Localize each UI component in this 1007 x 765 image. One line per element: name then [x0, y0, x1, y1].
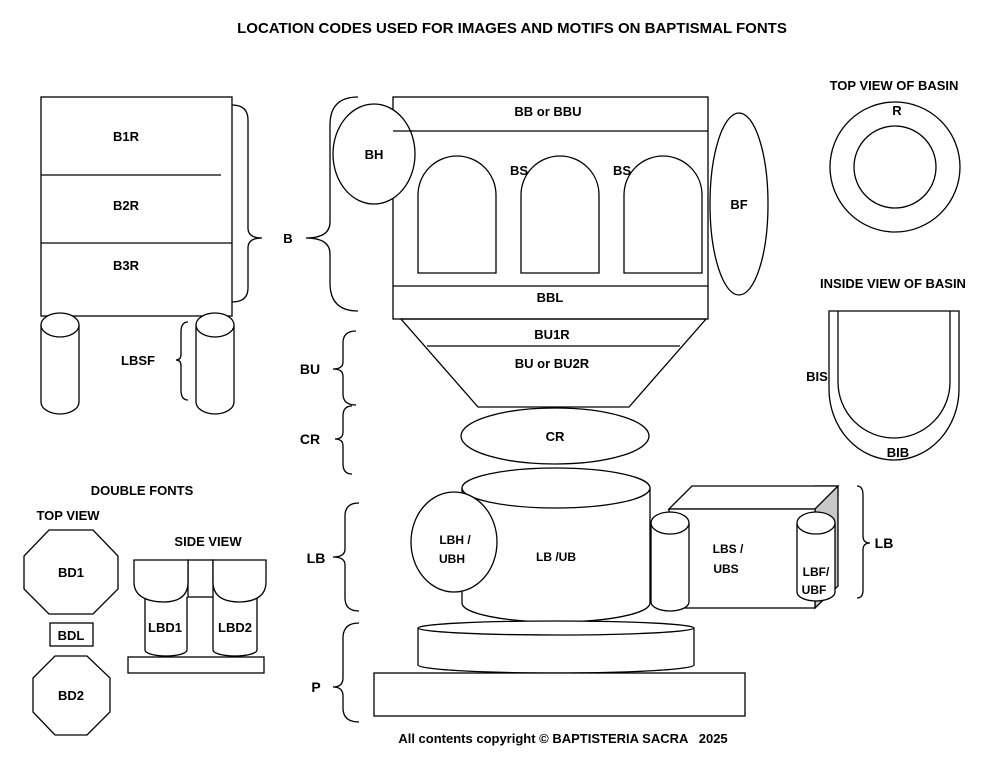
left-support-cylinder	[40, 312, 80, 415]
double-fonts-heading: DOUBLE FONTS	[91, 483, 194, 498]
font-bowl: BB or BBU BS BS BBL	[392, 96, 709, 320]
label-b2r: B2R	[113, 198, 140, 213]
lower-base-foot-cylinder: LBF/ UBF	[796, 511, 836, 602]
double-top-view-heading: TOP VIEW	[36, 508, 100, 523]
brace-lb-right	[856, 485, 871, 599]
collar-ring: CR	[460, 407, 650, 465]
double-font-bdl: BDL	[49, 622, 94, 647]
brace-cr	[334, 405, 353, 475]
copyright-footer: All contents copyright © BAPTISTERIA SAC…	[398, 731, 727, 746]
label-bb: BB or BBU	[514, 104, 581, 119]
pedestal	[373, 620, 746, 717]
label-lb-ub: LB /UB	[536, 550, 576, 564]
brace-lb-left	[332, 502, 360, 612]
label-r: R	[892, 103, 902, 118]
label-lbh-line2: UBH	[439, 552, 465, 566]
inside-view-heading: INSIDE VIEW OF BASIN	[820, 276, 966, 291]
inside-view-basin: BIS BIB	[806, 310, 960, 461]
label-cr-left: CR	[300, 431, 320, 447]
lower-base-cylinder: LB /UB	[461, 467, 651, 623]
label-p: P	[311, 679, 320, 695]
bowl-underside: BU1R BU or BU2R	[399, 318, 708, 408]
brace-p	[332, 622, 360, 723]
brace-lbsf	[175, 321, 189, 401]
label-lb-right: LB	[875, 535, 894, 551]
label-lbs-line1: LBS /	[713, 542, 744, 556]
diagram-title: LOCATION CODES USED FOR IMAGES AND MOTIF…	[237, 20, 787, 37]
label-bs-1: BS	[510, 163, 528, 178]
bowl-head-oval: BH	[332, 103, 416, 205]
label-bd2: BD2	[58, 688, 84, 703]
label-lbd1: LBD1	[148, 620, 182, 635]
label-lbh-line1: LBH /	[439, 533, 471, 547]
label-bu-left: BU	[300, 361, 320, 377]
lower-base-head-oval: LBH / UBH	[410, 491, 498, 593]
label-bf: BF	[730, 197, 747, 212]
brace-b-main	[305, 96, 359, 312]
label-lbf-line2: UBF	[802, 583, 827, 597]
label-bbl: BBL	[537, 290, 564, 305]
right-support-cylinder	[195, 312, 235, 415]
bowl-face-oval: BF	[709, 112, 769, 296]
brace-bu	[332, 330, 357, 406]
label-bdl: BDL	[58, 628, 85, 643]
top-view-basin: R	[829, 101, 961, 233]
label-bh: BH	[365, 147, 384, 162]
double-font-bd2: BD2	[32, 655, 111, 736]
brace-b-left	[231, 104, 263, 303]
double-font-side-view: LBD1 LBD2	[127, 559, 267, 674]
label-bd1: BD1	[58, 565, 84, 580]
bowl-rows-box: B1R B2R B3R	[40, 96, 233, 317]
label-lb-left: LB	[307, 550, 326, 566]
double-side-view-heading: SIDE VIEW	[174, 534, 242, 549]
label-b-brace: B	[283, 231, 292, 246]
label-lbs-line2: UBS	[713, 562, 738, 576]
label-b3r: B3R	[113, 258, 140, 273]
label-lbd2: LBD2	[218, 620, 252, 635]
top-view-heading: TOP VIEW OF BASIN	[830, 78, 959, 93]
label-bu1r: BU1R	[534, 327, 570, 342]
label-cr: CR	[546, 429, 565, 444]
lower-base-left-cylinder	[650, 511, 690, 612]
double-font-bd1: BD1	[23, 529, 119, 615]
label-bs-2: BS	[613, 163, 631, 178]
label-b1r: B1R	[113, 129, 140, 144]
label-bis: BIS	[806, 369, 828, 384]
label-bib: BIB	[887, 445, 909, 460]
label-lbf-line1: LBF/	[803, 565, 830, 579]
label-bu2r: BU or BU2R	[515, 356, 590, 371]
label-lbsf: LBSF	[121, 353, 155, 368]
